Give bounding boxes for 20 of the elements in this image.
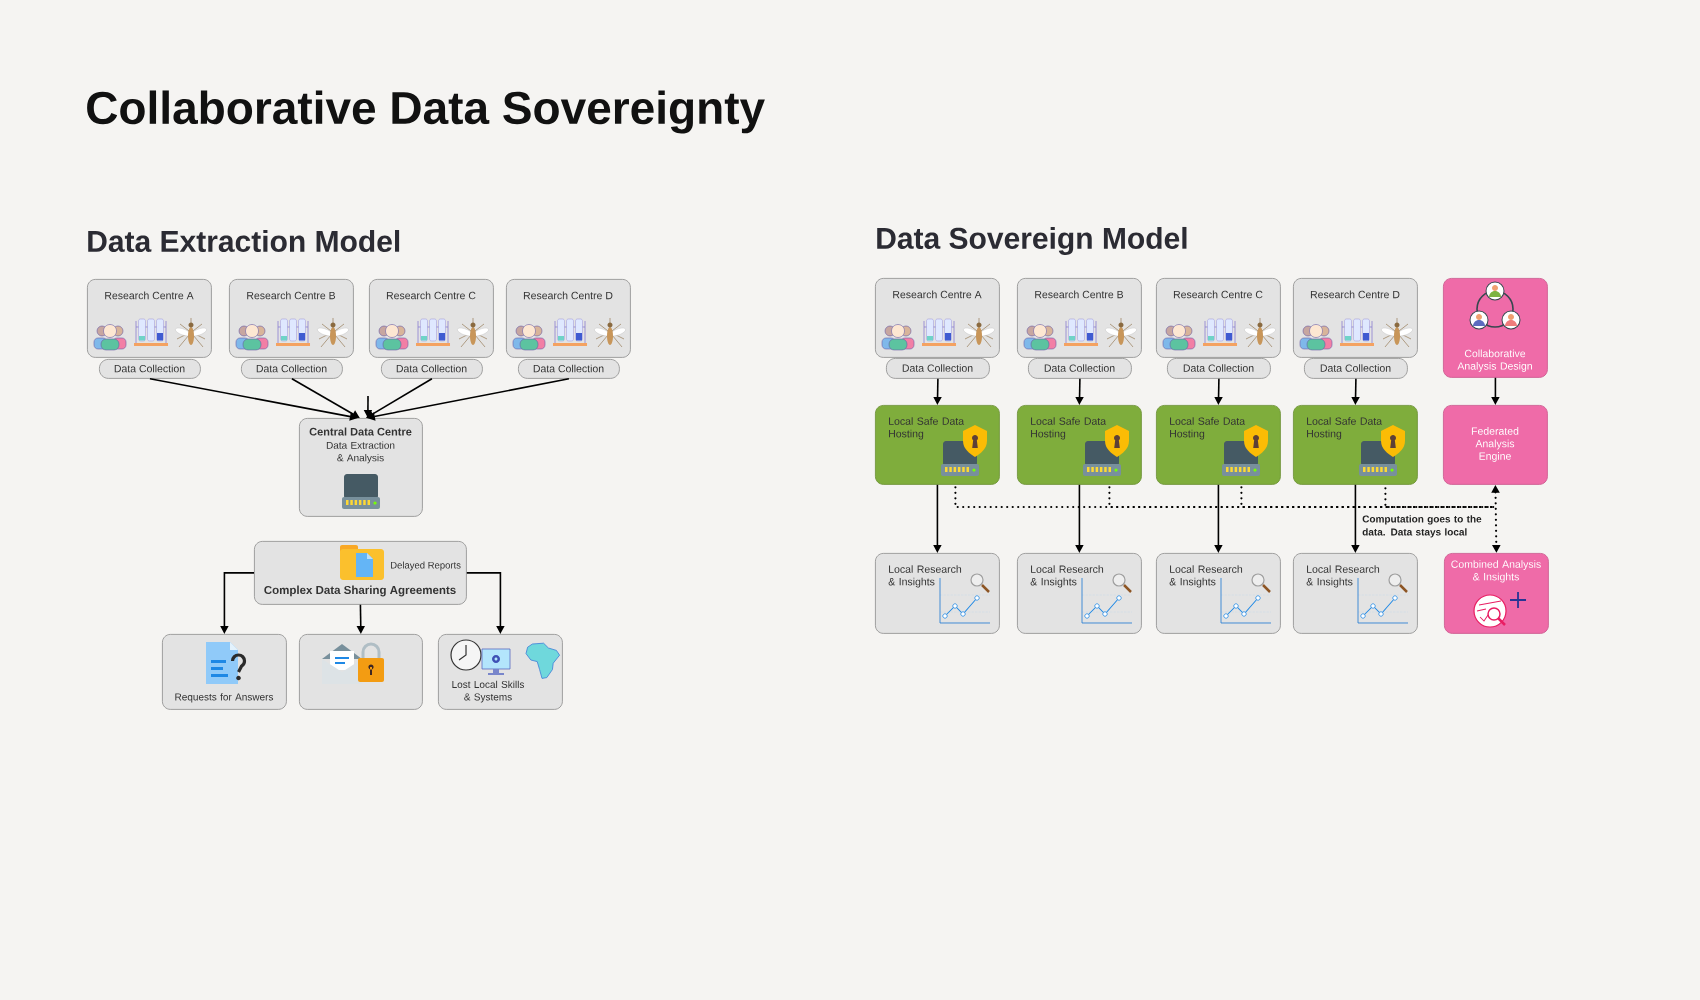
section-heading: Data Sovereign Model bbox=[877, 226, 1187, 256]
tab-box: Data Collection bbox=[518, 359, 620, 379]
tab-box: Data Collection bbox=[99, 359, 201, 379]
outcome-box: Local Research & Insights bbox=[1017, 553, 1142, 634]
section-heading: Data Extraction Model bbox=[88, 230, 400, 252]
tab-box: Data Collection bbox=[886, 358, 990, 379]
tab-box: Data Collection bbox=[1167, 358, 1271, 379]
note-text: Computation goes to the data. Data stays local bbox=[1362, 515, 1482, 538]
outcome-box: Local Research & Insights bbox=[1293, 553, 1418, 634]
tab-box: Data Collection bbox=[241, 359, 343, 379]
title: Collaborative Data Sovereignty bbox=[87, 90, 765, 134]
arrow bbox=[367, 378, 570, 421]
process-box: Collaborative Analysis Design bbox=[1443, 278, 1548, 378]
tab-box: Data Collection bbox=[381, 359, 483, 379]
process-box: Federated Analysis Engine bbox=[1443, 405, 1548, 485]
tab-box: Data Collection bbox=[1028, 358, 1132, 379]
tab-box: Data Collection bbox=[1304, 358, 1408, 379]
outcome-box: Local Research & Insights bbox=[875, 553, 1000, 634]
outcome-box: Local Research & Insights bbox=[1156, 553, 1281, 634]
arrow bbox=[291, 378, 360, 418]
